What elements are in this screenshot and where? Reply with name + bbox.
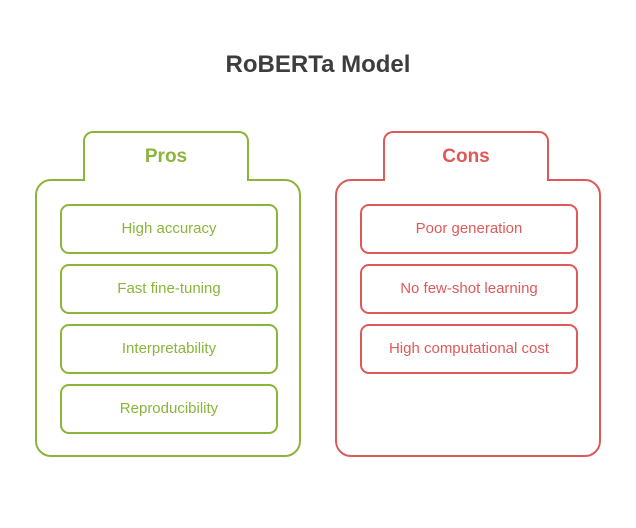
cons-panel: Poor generation No few-shot learning Hig… [335, 179, 601, 457]
pros-item: Interpretability [60, 324, 278, 374]
cons-item: No few-shot learning [360, 264, 578, 314]
pros-item: Reproducibility [60, 384, 278, 434]
cons-item: Poor generation [360, 204, 578, 254]
pros-panel: High accuracy Fast fine-tuning Interpret… [35, 179, 301, 457]
cons-item: High computational cost [360, 324, 578, 374]
pros-item: Fast fine-tuning [60, 264, 278, 314]
cons-header-tab: Cons [383, 131, 549, 183]
diagram-title: RoBERTa Model [225, 51, 411, 78]
pros-item: High accuracy [60, 204, 278, 254]
pros-header-tab: Pros [83, 131, 249, 183]
